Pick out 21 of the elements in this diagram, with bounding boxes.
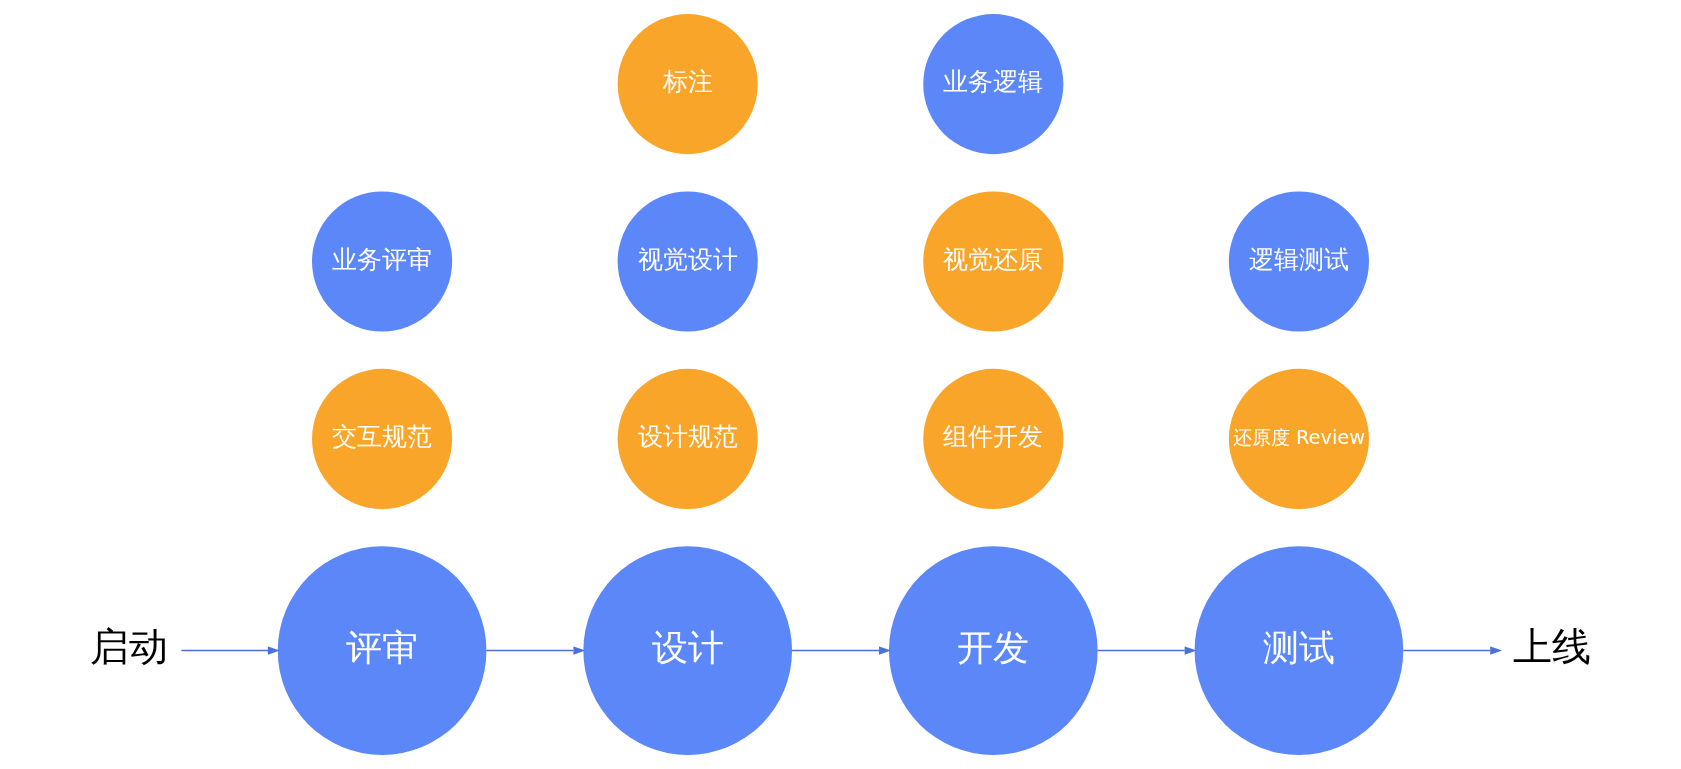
node-circle: 业务逻辑 [923,14,1064,155]
node-circle: 组件开发 [923,368,1064,509]
node-circle: 业务评审 [312,191,453,332]
arrow [791,646,891,655]
node-circle: 还原度 Review [1228,368,1369,509]
node-circle: 开发 [888,546,1098,755]
arrow [1402,646,1503,655]
arrow [180,646,280,655]
arrow [485,646,586,655]
node-circle: 标注 [617,14,758,155]
node-circle: 视觉设计 [617,191,758,332]
node-text: 启动 [90,624,169,669]
node-circle: 设计规范 [617,368,758,509]
node-circle: 交互规范 [312,368,453,509]
node-circle: 设计 [583,546,793,755]
arrow [1096,646,1197,655]
node-circle: 评审 [277,546,487,755]
node-circle: 测试 [1194,546,1404,755]
node-circle: 逻辑测试 [1228,191,1369,332]
node-circle: 视觉还原 [923,191,1064,332]
node-text: 上线 [1512,624,1591,669]
